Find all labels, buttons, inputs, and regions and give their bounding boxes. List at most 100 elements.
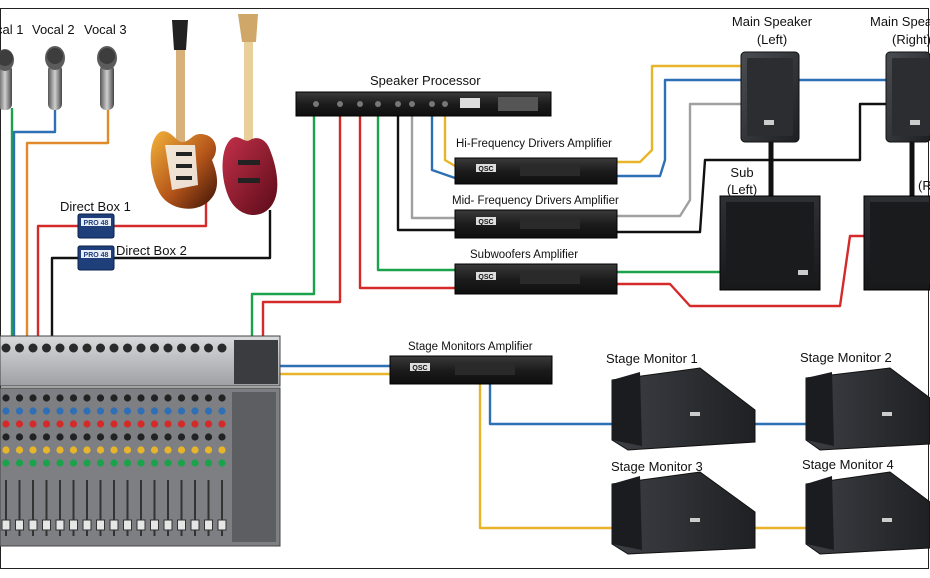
label-stage-monitor-4: Stage Monitor 4 — [802, 457, 894, 472]
mixer-knob — [29, 394, 37, 402]
mixer-input-jack — [15, 343, 24, 353]
mixer-knob — [137, 446, 145, 454]
mixer-fader-cap — [82, 519, 92, 531]
label-hi-frequency-amplifier: Hi-Frequency Drivers Amplifier — [456, 138, 612, 150]
mixer-fader-cap — [28, 519, 38, 531]
mixer-knob — [96, 420, 105, 428]
di-badge-1: PRO 48 — [84, 220, 109, 227]
label-main-speaker-right-1: Main Spea — [870, 14, 930, 29]
mixer-knob — [150, 433, 159, 441]
label-stage-monitor-2: Stage Monitor 2 — [800, 350, 892, 365]
mixer-fader-slot — [72, 480, 75, 536]
mixer-knob — [204, 407, 213, 415]
mixer-knob — [164, 394, 172, 402]
cable-mixer-processor-red — [261, 106, 342, 350]
speaker-processor-unit — [295, 91, 552, 117]
bass-guitar-icon — [222, 14, 278, 216]
mixer-knob — [137, 394, 145, 402]
cable-mixer-processor-green — [250, 106, 316, 350]
mixer-knob — [204, 420, 213, 428]
mixer-knob — [164, 446, 172, 454]
cable-hi-main-right-blue — [617, 78, 890, 178]
mixer-knob — [218, 420, 226, 428]
mixer-knob — [15, 433, 24, 441]
mixer-knob — [218, 394, 226, 402]
mixer-fader-cap — [55, 519, 65, 531]
mixer-knob — [191, 420, 199, 428]
mixer-knob — [42, 433, 51, 441]
mixer-knob — [204, 446, 213, 454]
mixer-fader-cap — [136, 519, 146, 531]
mixer-input-jack — [217, 343, 227, 353]
label-main-speaker-left-1: Main Speaker — [731, 14, 813, 29]
mixer-knob — [164, 407, 172, 415]
cable-proc-sub-green — [376, 106, 455, 272]
mixer-fader-slot — [126, 480, 129, 536]
mixer-knob — [96, 459, 105, 467]
cable-stageamp-mon3-yellow — [478, 384, 612, 530]
mixer-knob — [29, 433, 37, 441]
cable-bass-black — [114, 210, 272, 260]
stage-monitor-3 — [611, 471, 756, 555]
mixer-knob — [56, 394, 64, 402]
label-sub-left-2: (Left) — [726, 182, 758, 197]
mixer-knob — [177, 394, 186, 402]
mixer-knob — [164, 459, 172, 467]
amp-badge-mid: QSC — [478, 219, 493, 226]
mixer-fader-slot — [194, 480, 196, 536]
mixer-knob — [56, 446, 64, 454]
mixer-knob — [83, 459, 91, 467]
mixer-knob — [56, 459, 64, 467]
mixer-knob — [83, 420, 91, 428]
mixer-knob — [69, 433, 78, 441]
mixer-knob — [29, 420, 37, 428]
mixer-input-jack — [136, 343, 146, 353]
mixer-fader-slot — [86, 480, 88, 536]
mixer-knob — [96, 433, 105, 441]
mixer-knob — [150, 407, 159, 415]
mixer-input-jack — [82, 343, 92, 353]
mixer-knob — [2, 407, 10, 415]
cable-proc-hi-blue — [430, 106, 456, 180]
mixer-knob — [69, 459, 78, 467]
microphone-icon — [45, 46, 65, 110]
mixer-knob — [29, 459, 37, 467]
mixer-fader-slot — [113, 480, 115, 536]
mixer-knob — [137, 407, 145, 415]
mixer-input-jack — [42, 343, 51, 353]
mixer-input-jack — [109, 343, 119, 353]
mixer-knob — [218, 407, 226, 415]
cable-db2-black — [50, 256, 78, 350]
mixer-knob — [150, 446, 159, 454]
mixer-fader-slot — [180, 480, 183, 536]
cable-hi-main-left-yellow — [617, 64, 745, 164]
mixer-knob — [15, 394, 24, 402]
mixer-knob — [123, 446, 132, 454]
mixer-knob — [69, 420, 78, 428]
mixer-knob — [177, 420, 186, 428]
mixer-knob — [29, 446, 37, 454]
mixer-knob — [56, 407, 64, 415]
cable-proc-mid-black — [396, 106, 455, 232]
mixer-knob — [204, 394, 213, 402]
mixer-knob — [56, 433, 64, 441]
mixer-knob — [123, 459, 132, 467]
mixer-knob — [110, 446, 118, 454]
mixer-fader-slot — [207, 480, 210, 536]
mixer-knob — [164, 433, 172, 441]
mixer-knob — [96, 394, 105, 402]
mixer-knob — [191, 459, 199, 467]
mixer-knob — [164, 420, 172, 428]
subwoofer-left — [719, 195, 821, 291]
label-sub-right-partial: (R — [918, 178, 930, 193]
amp-badge-stage: QSC — [412, 365, 427, 372]
main-speaker-right — [885, 51, 930, 143]
stage-monitor-1 — [611, 367, 756, 451]
mixer-knob — [69, 407, 78, 415]
mixer-input-jack — [55, 343, 65, 353]
mixer-knob — [123, 433, 132, 441]
mixer-input-jack — [204, 343, 213, 353]
mixer-knob — [123, 420, 132, 428]
mixer-knob — [218, 446, 226, 454]
